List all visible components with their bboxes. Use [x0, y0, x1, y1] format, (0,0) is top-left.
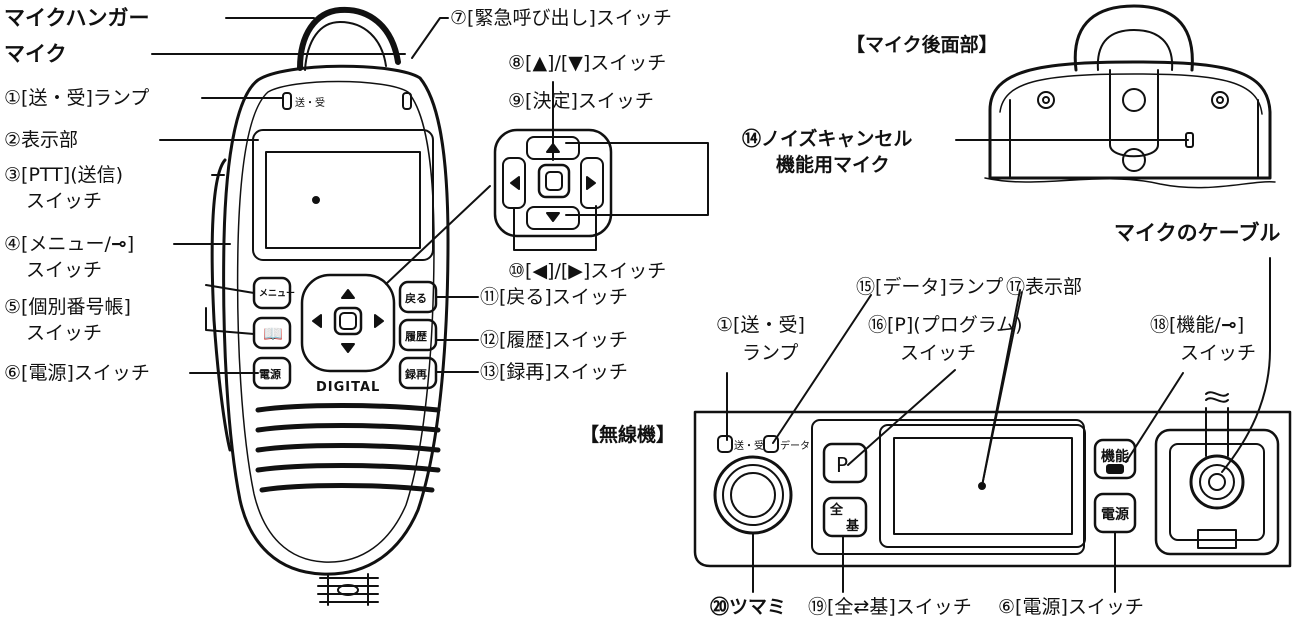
- label-6-power: ⑥[電源]スイッチ: [4, 362, 150, 384]
- label-5-phonebook: ⑤[個別番号帳]: [4, 296, 131, 318]
- label-1-lamp: ランプ: [742, 342, 799, 364]
- label-3-switch: スイッチ: [26, 190, 103, 212]
- label-10-leftright: ⑩[◀]/[▶]スイッチ: [508, 260, 667, 282]
- label-19-all-base: ⑲[全⇄基]スイッチ: [808, 596, 972, 618]
- book-icon: 📖: [263, 324, 283, 343]
- label-2-display: ②表示部: [4, 129, 79, 151]
- label-4-switch: スイッチ: [26, 259, 103, 281]
- mic-rear: [955, 4, 1276, 189]
- mic-button-texts: 送・受 メニュー 戻る 履歴 電源 録再 DIGITAL 📖: [259, 96, 427, 395]
- label-5-switch: スイッチ: [26, 322, 103, 344]
- radio-button-texts: 送・受 データ P 全 基 機能 電源: [734, 439, 1129, 534]
- label-18-switch: スイッチ: [1180, 342, 1257, 364]
- mic-body: [151, 6, 491, 606]
- label-3-ptt: ③[PTT](送信): [4, 164, 124, 186]
- label-17-display: ⑰表示部: [1006, 276, 1083, 298]
- label-20-knob: ⑳ツマミ: [710, 596, 787, 618]
- all-button-text-top: 全: [829, 502, 844, 518]
- key-icon: ⊸: [1220, 314, 1237, 336]
- func-button-text: 機能: [1101, 448, 1129, 465]
- label-15-data-lamp: ⑮[データ]ランプ: [856, 276, 1004, 298]
- label-13-record: ⑬[録再]スイッチ: [480, 361, 628, 383]
- history-button-text: 履歴: [405, 330, 427, 343]
- label-14-noise-cancel: ⑭ノイズキャンセル: [742, 128, 913, 150]
- label-18-function: ⑱[機能/⊸]: [1150, 314, 1245, 336]
- label-1-txrx-lamp: ①[送・受]ランプ: [4, 87, 150, 109]
- back-button-text: 戻る: [404, 291, 427, 305]
- key-icon: ⊸: [110, 233, 127, 255]
- label-16-switch: スイッチ: [900, 342, 977, 364]
- label-16-program: ⑯[P](プログラム): [868, 314, 1023, 336]
- mic-power-button-text: 電源: [259, 367, 281, 381]
- radio-unit: [693, 257, 1292, 593]
- label-11-back: ⑪[戻る]スイッチ: [480, 286, 628, 308]
- menu-button-text: メニュー: [259, 288, 295, 299]
- label-9-enter: ⑨[決定]スイッチ: [508, 90, 654, 112]
- panel-data-text: データ: [780, 439, 810, 452]
- record-button-text: 録再: [405, 367, 427, 381]
- radio-title: 【無線機】: [580, 424, 676, 446]
- panel-txrx-text: 送・受: [734, 439, 764, 452]
- brand-logo: DIGITAL: [316, 380, 380, 395]
- all-button-text-bottom: 基: [845, 518, 860, 534]
- p-button-text: P: [836, 453, 848, 477]
- radio-power-button-text: 電源: [1101, 506, 1129, 523]
- label-mic-cable: マイクのケーブル: [1114, 221, 1281, 245]
- label-1-txrx: ①[送・受]: [716, 314, 805, 336]
- mic-txrx-text: 送・受: [295, 96, 325, 109]
- label-14-mic: 機能用マイク: [776, 154, 890, 176]
- label-hanger: マイクハンガー: [4, 6, 150, 30]
- dpad-enlarged: [493, 81, 709, 251]
- label-6-radio-power: ⑥[電源]スイッチ: [998, 596, 1144, 618]
- label-7-emergency: ⑦[緊急呼び出し]スイッチ: [450, 7, 672, 29]
- label-4-menu: ④[メニュー/⊸]: [4, 233, 135, 255]
- label-12-history: ⑫[履歴]スイッチ: [480, 329, 628, 351]
- label-8-updown: ⑧[▲]/[▼]スイッチ: [508, 52, 667, 74]
- rear-title: 【マイク後面部】: [846, 34, 998, 56]
- label-mic: マイク: [4, 42, 67, 66]
